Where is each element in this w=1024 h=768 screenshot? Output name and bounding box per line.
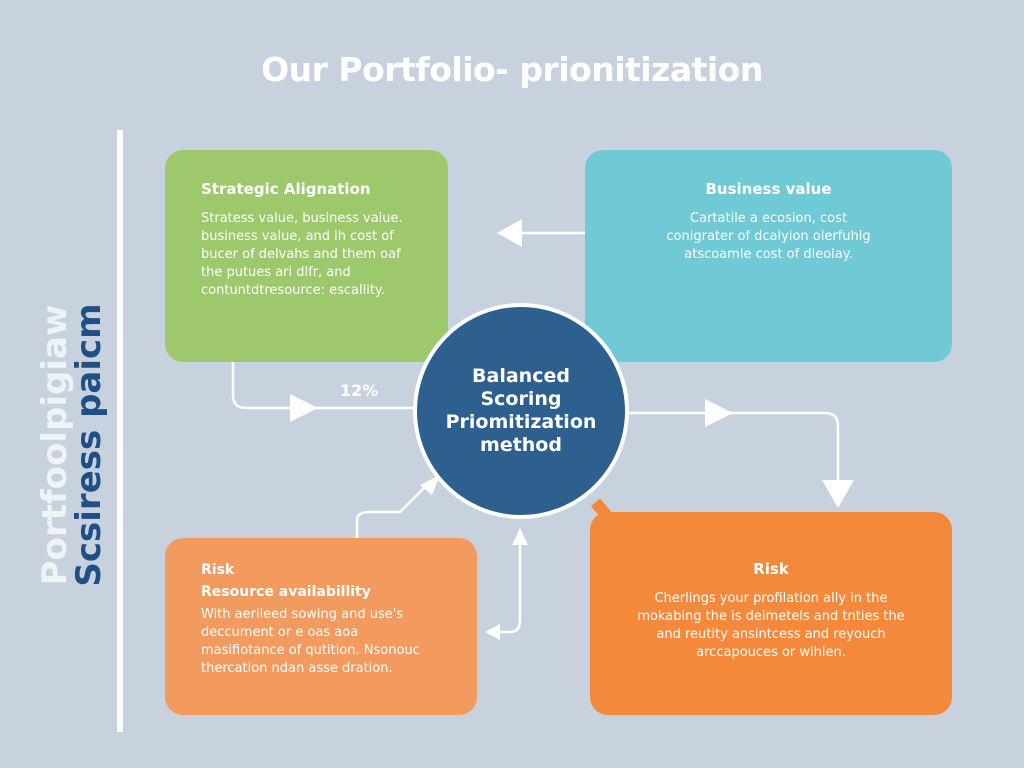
card-body: With aerileed sowing and use's deccument… <box>201 607 420 676</box>
business-value-card: Business value Cartatile a ecosion, cost… <box>585 150 952 362</box>
center-line: Balanced <box>472 365 570 387</box>
card-heading: Strategic Alignation <box>201 180 371 198</box>
arrowhead-up-left <box>420 475 440 495</box>
strategic-alignment-card: Strategic Alignation Stratess value, bus… <box>165 150 448 362</box>
arrowhead-up <box>512 528 528 545</box>
arrowhead-down <box>822 480 854 508</box>
center-line: Scoring <box>480 388 562 410</box>
percent-label: 12% <box>340 381 379 400</box>
resource-risk-card: Risk Resource availabillity With aerilee… <box>165 538 477 715</box>
center-line: Priomitization <box>445 411 597 433</box>
center-method-circle: Balanced Scoring Priomitization method <box>413 303 629 519</box>
arrowhead-right-2 <box>705 399 733 427</box>
arrow-strategic-to-center <box>231 362 413 410</box>
divider-line <box>117 130 123 732</box>
risk-card: Risk Cherlings your profilation ally in … <box>590 512 952 715</box>
arrow-bottom-to-center <box>495 535 522 634</box>
arrow-center-to-risk <box>629 411 840 480</box>
arrowhead-left-2 <box>485 624 500 640</box>
card-subheading: Resource availabillity <box>201 584 371 600</box>
arrowhead-right-1 <box>290 394 318 422</box>
page-title: Our Portfolio- prionitization <box>261 50 763 89</box>
arrowhead-left <box>497 219 522 247</box>
card-heading: Business value <box>705 180 832 198</box>
card-body: Stratess value, business value. business… <box>201 211 403 298</box>
arrow-risk-to-center <box>355 481 431 538</box>
card-body: Cartatile a ecosion, cost conigrater of … <box>666 211 871 262</box>
card-heading: Risk <box>201 562 235 578</box>
center-line: method <box>480 434 562 456</box>
card-body: Cherlings your profilation ally in the m… <box>637 591 905 660</box>
card-heading: Risk <box>753 560 789 578</box>
